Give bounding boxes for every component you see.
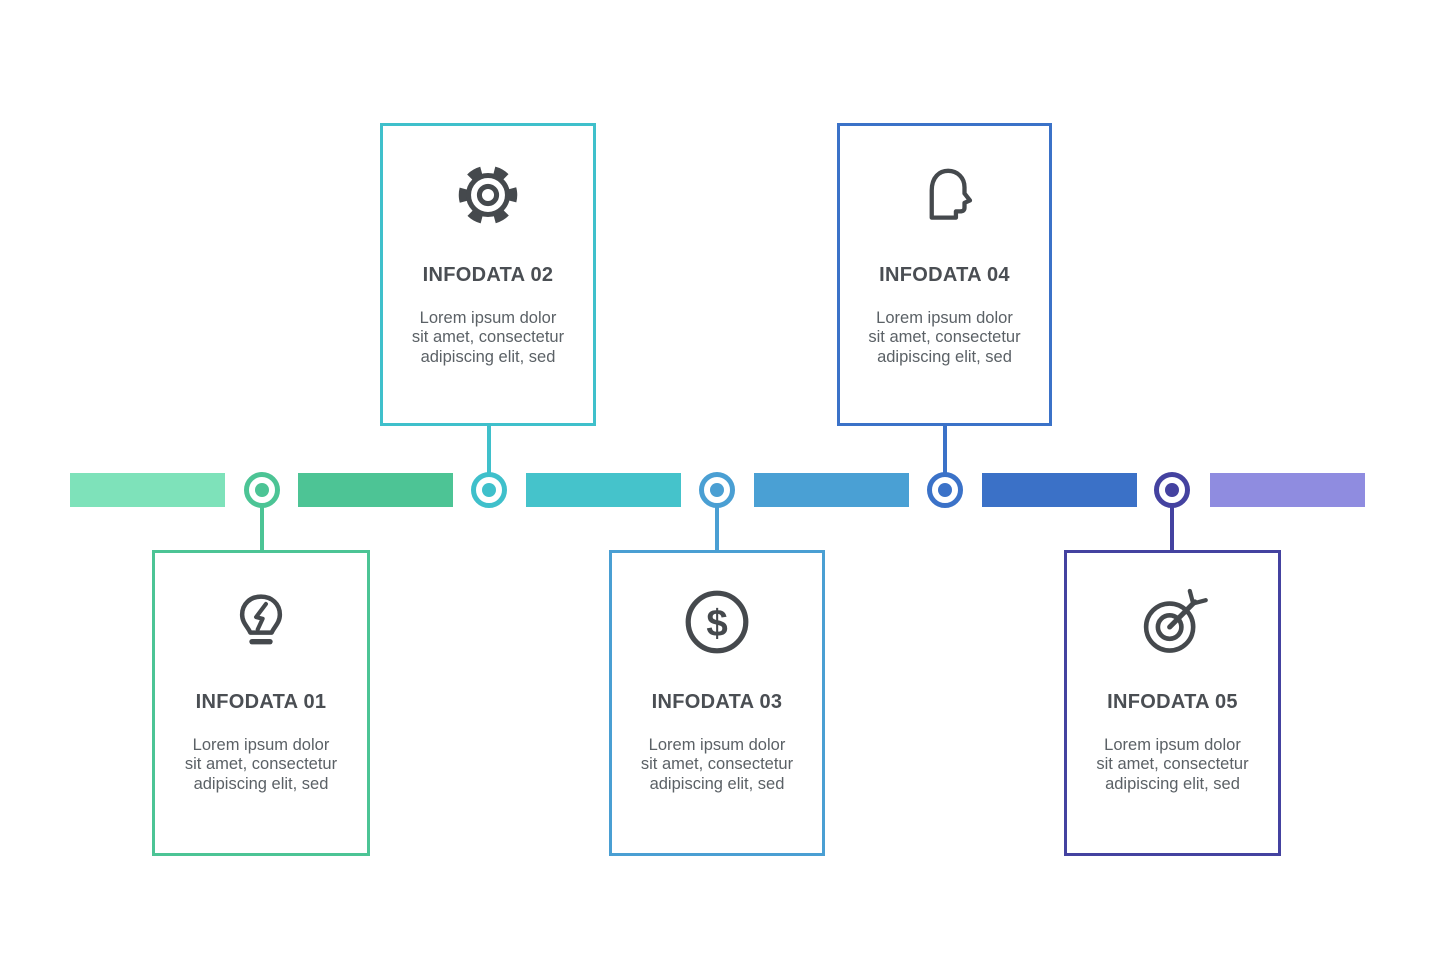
timeline-node-dot <box>938 483 952 497</box>
infodata-02-card: INFODATA 02 Lorem ipsum dolor sit amet, … <box>380 123 596 426</box>
connector-line <box>260 503 264 553</box>
card-title: INFODATA 03 <box>651 691 783 713</box>
timeline-node-dot <box>710 483 724 497</box>
card-title: INFODATA 05 <box>1107 691 1238 713</box>
connector-line <box>943 423 947 475</box>
card-title: INFODATA 04 <box>879 264 1010 286</box>
connector-line <box>715 503 719 553</box>
connector-line <box>1170 503 1174 553</box>
timeline-node <box>244 472 280 508</box>
timeline-segment <box>754 473 909 507</box>
timeline-node <box>699 472 735 508</box>
svg-text:$: $ <box>706 602 727 645</box>
timeline-segment <box>1210 473 1365 507</box>
timeline-segment <box>70 473 225 507</box>
timeline-segment <box>298 473 453 507</box>
timeline-node <box>471 472 507 508</box>
card-description: Lorem ipsum dolor sit amet, consectetur … <box>868 309 1021 366</box>
card-description: Lorem ipsum dolor sit amet, consectetur … <box>411 309 565 366</box>
card-title: INFODATA 02 <box>422 264 554 286</box>
timeline-segment <box>526 473 681 507</box>
connector-line <box>487 423 491 475</box>
card-description: Lorem ipsum dolor sit amet, consectetur … <box>184 736 338 793</box>
target-icon <box>1131 581 1215 663</box>
timeline-node <box>1154 472 1190 508</box>
timeline-node-dot <box>255 483 269 497</box>
infodata-04-card: INFODATA 04 Lorem ipsum dolor sit amet, … <box>837 123 1052 426</box>
timeline-node-dot <box>1165 483 1179 497</box>
card-title: INFODATA 01 <box>195 691 327 713</box>
card-description: Lorem ipsum dolor sit amet, consectetur … <box>1096 736 1249 793</box>
gear-icon <box>449 154 527 236</box>
dollar-icon: $ <box>677 581 757 663</box>
card-description: Lorem ipsum dolor sit amet, consectetur … <box>640 736 794 793</box>
infodata-05-card: INFODATA 05 Lorem ipsum dolor sit amet, … <box>1064 550 1281 856</box>
head-profile-icon <box>906 154 984 236</box>
infodata-01-card: INFODATA 01 Lorem ipsum dolor sit amet, … <box>152 550 370 856</box>
lightbulb-icon <box>220 581 302 663</box>
timeline-segment <box>982 473 1137 507</box>
infodata-03-card: $ INFODATA 03 Lorem ipsum dolor sit amet… <box>609 550 825 856</box>
timeline-node-dot <box>482 483 496 497</box>
timeline-node <box>927 472 963 508</box>
